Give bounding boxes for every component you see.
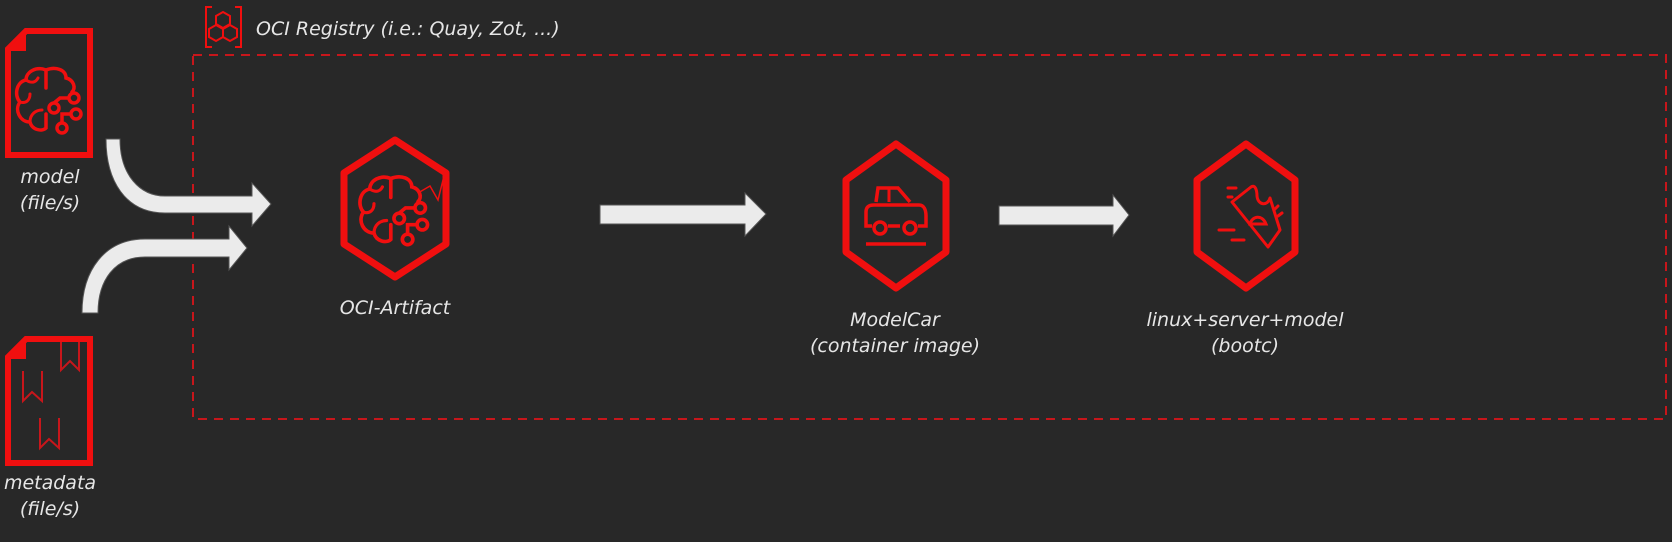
registry-boundary (192, 54, 1667, 420)
input-label-metadata: metadata (file/s) (4, 470, 96, 522)
modelcar-to-bootc-arrow (998, 193, 1130, 238)
oci-artifact-icon (340, 136, 450, 281)
bookmark-document-icon (5, 336, 93, 466)
stage-label-modelcar: ModelCar (container image) (810, 307, 980, 359)
input-label-line2: (file/s) (19, 498, 81, 520)
stage-label-bootc: linux+server+model (bootc) (1146, 307, 1343, 359)
registry-title: OCI Registry (i.e.: Quay, Zot, ...) (256, 18, 560, 40)
input-label-model: model (file/s) (20, 164, 80, 216)
stage-label-line1: ModelCar (850, 309, 940, 331)
car-hexagon-icon (842, 140, 950, 292)
stage-label-line2: (bootc) (1210, 335, 1280, 357)
stage-label-line1: linux+server+model (1146, 309, 1344, 331)
model-to-artifact-arrow (105, 138, 272, 228)
metadata-to-artifact-arrow (81, 224, 248, 314)
stage-label-line1: OCI-Artifact (339, 297, 451, 319)
input-label-line1: model (20, 166, 80, 188)
artifact-to-modelcar-arrow (599, 191, 767, 238)
brain-document-icon (5, 28, 93, 158)
stage-label-oci-artifact: OCI-Artifact (340, 295, 450, 321)
rocket-hexagon-icon (1193, 140, 1299, 292)
stage-label-line2: (container image) (809, 335, 981, 357)
input-label-line1: metadata (3, 472, 97, 494)
input-label-line2: (file/s) (19, 192, 81, 214)
registry-hexagons-icon (205, 6, 242, 48)
